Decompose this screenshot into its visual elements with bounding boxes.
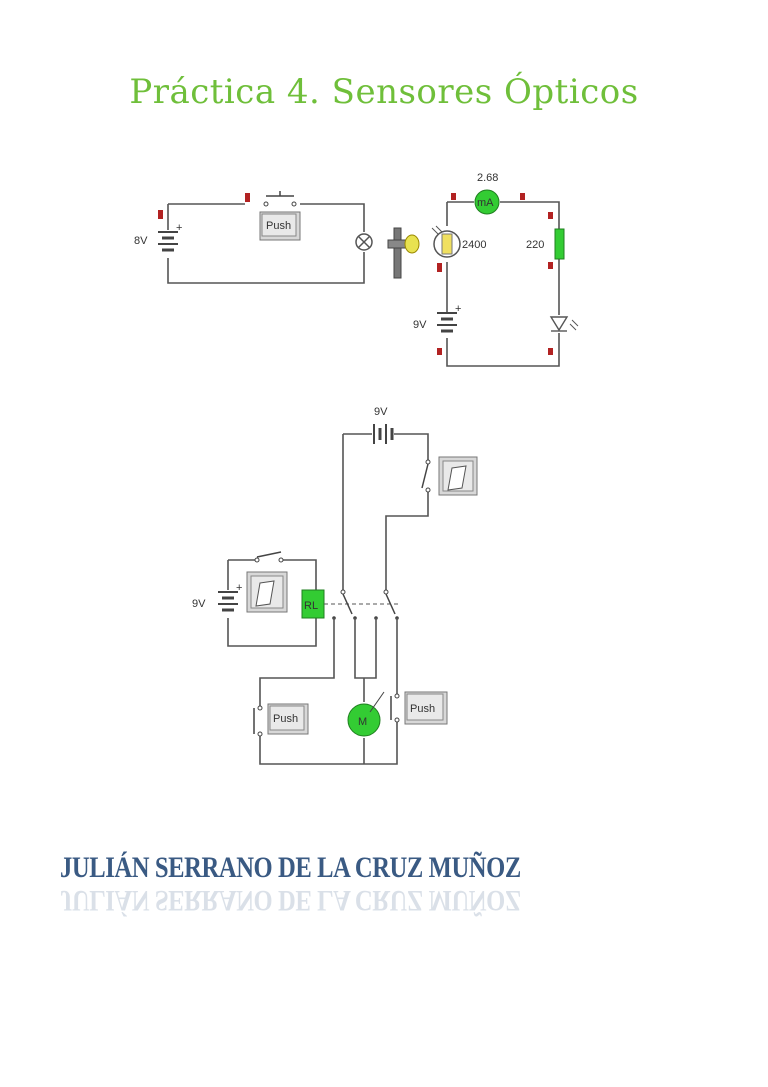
terminal-marker: [437, 263, 442, 272]
terminal-marker: [158, 210, 163, 219]
resistor-icon: [554, 228, 565, 260]
ldr-sensor-icon: [431, 225, 461, 258]
led-icon: [549, 316, 579, 332]
resistor-value: 220: [526, 239, 544, 251]
push-button-right-label: Push: [410, 703, 435, 715]
battery-8v-symbol: +: [158, 222, 182, 252]
push-switch-left-symbol: [253, 705, 263, 737]
terminal-marker: [548, 348, 553, 355]
motor-label: M: [358, 716, 367, 728]
toggle-switch-lower[interactable]: [246, 571, 288, 613]
push-switch-symbol: [254, 551, 284, 563]
terminal-marker: [548, 262, 553, 269]
terminal-marker: [437, 348, 442, 355]
terminal-marker: [451, 193, 456, 200]
push-button-label: Push: [266, 220, 291, 232]
push-switch-symbol: [263, 191, 297, 207]
battery-voltage-right: 9V: [413, 319, 427, 331]
terminal-marker: [245, 193, 250, 202]
battery-left-symbol: +: [218, 582, 242, 612]
ammeter-unit: mA: [477, 197, 494, 209]
author-block: JULIÁN SERRANO DE LA CRUZ MUÑOZ JULIÁN S…: [60, 851, 521, 918]
ammeter-icon: mA: [474, 189, 500, 215]
motor-icon: M: [347, 691, 385, 737]
relay-coil-icon: RL: [301, 589, 325, 619]
author-reflection: JULIÁN SERRANO DE LA CRUZ MUÑOZ: [60, 884, 521, 917]
light-source-icon: [387, 227, 420, 279]
battery-9v-symbol: +: [437, 303, 461, 333]
circuit-ldr: 2.68 mA 2400 220: [413, 172, 579, 367]
battery-top-symbol: [373, 424, 394, 444]
ldr-resistance: 2400: [462, 239, 486, 251]
ammeter-reading: 2.68: [477, 172, 498, 184]
svg-text:+: +: [176, 222, 182, 234]
relay-contacts: [332, 589, 399, 620]
terminal-marker: [548, 212, 553, 219]
author-name: JULIÁN SERRANO DE LA CRUZ MUÑOZ: [60, 851, 521, 884]
battery-voltage-left-2: 9V: [192, 598, 206, 610]
push-button-right[interactable]: Push: [404, 691, 448, 725]
page-title: Práctica 4. Sensores Ópticos: [129, 72, 639, 112]
push-button[interactable]: Push: [259, 211, 301, 241]
circuit-lamp: + 8V Push: [134, 191, 420, 284]
push-button-left[interactable]: Push: [267, 703, 309, 735]
lamp-icon: [355, 233, 373, 251]
terminal-marker: [520, 193, 525, 200]
battery-voltage-top: 9V: [374, 406, 388, 418]
circuit-relay-motor: 9V + 9V: [192, 406, 478, 765]
svg-text:+: +: [455, 303, 461, 315]
battery-voltage-left: 8V: [134, 235, 148, 247]
relay-label: RL: [304, 600, 318, 612]
push-button-left-label: Push: [273, 713, 298, 725]
svg-text:+: +: [236, 582, 242, 594]
toggle-switch-upper[interactable]: [421, 456, 478, 496]
push-switch-right-symbol: [390, 693, 400, 723]
